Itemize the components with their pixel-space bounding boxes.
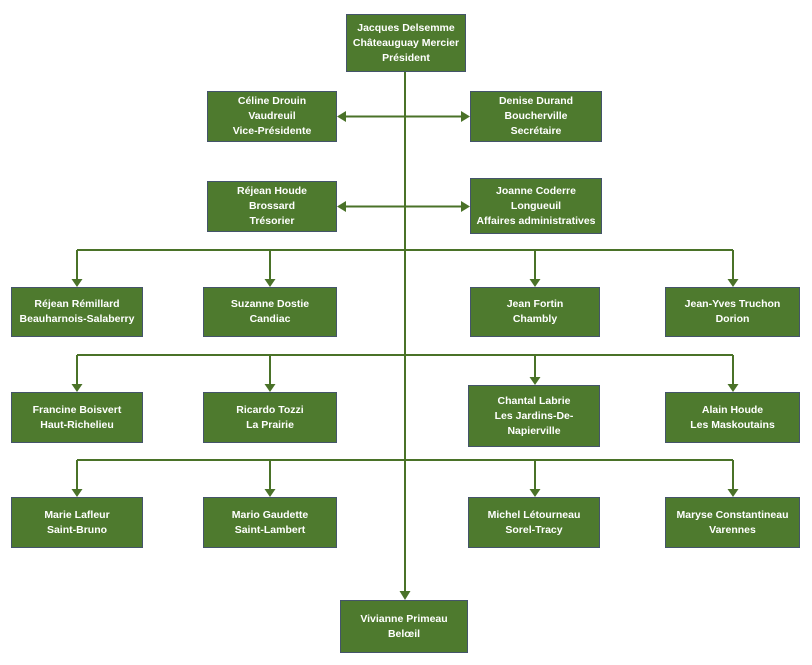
person-name: Céline Drouin bbox=[237, 95, 307, 107]
arrowhead-down-icon bbox=[264, 384, 276, 392]
person-name: Mario Gaudette bbox=[231, 508, 309, 521]
person-name: Francine Boisvert bbox=[32, 403, 122, 416]
person-name: Réjean Rémillard bbox=[34, 298, 120, 310]
person-name: Ricardo Tozzi bbox=[236, 403, 304, 416]
arrowhead-down-icon bbox=[529, 377, 541, 385]
person-name: Marie Lafleur bbox=[44, 508, 110, 521]
person-name: Jean Fortin bbox=[506, 298, 564, 310]
arrowhead-right-icon bbox=[461, 201, 470, 212]
person-name: Joanne Coderre bbox=[496, 184, 576, 197]
person-location: Haut-Richelieu bbox=[40, 418, 114, 431]
person-name: Suzanne Dostie bbox=[230, 298, 310, 310]
node-boisvert: Francine Boisvert Haut-Richelieu bbox=[11, 392, 143, 443]
arrowhead-right-icon bbox=[461, 111, 470, 122]
person-location: La Prairie bbox=[246, 418, 294, 431]
node-vice-president: Céline Drouin Vaudreuil Vice-Présidente bbox=[207, 91, 337, 142]
arrowhead-down-icon bbox=[727, 489, 739, 497]
node-primeau: Vivianne Primeau Belœil bbox=[340, 600, 468, 653]
person-location: Saint-Lambert bbox=[234, 523, 306, 536]
node-lafleur: Marie Lafleur Saint-Bruno bbox=[11, 497, 143, 548]
node-tozzi: Ricardo Tozzi La Prairie bbox=[203, 392, 337, 443]
person-location: Belœil bbox=[387, 627, 421, 640]
person-location: Beauharnois-Salaberry bbox=[19, 313, 135, 325]
person-location: Candiac bbox=[249, 313, 291, 325]
person-name: Jean-Yves Truchon bbox=[684, 298, 781, 310]
person-location: Les Jardins-De-Napierville bbox=[494, 409, 574, 437]
person-role: Secrétaire bbox=[510, 125, 562, 137]
arrowhead-left-icon bbox=[337, 111, 346, 122]
node-letourneau: Michel Létourneau Sorel-Tracy bbox=[468, 497, 600, 548]
person-name: Vivianne Primeau bbox=[360, 612, 448, 625]
person-location: Varennes bbox=[709, 523, 756, 536]
node-dostie: Suzanne Dostie Candiac bbox=[203, 287, 337, 337]
node-truchon: Jean-Yves Truchon Dorion bbox=[665, 287, 800, 337]
node-admin-affairs: Joanne Coderre Longueuil Affaires admini… bbox=[470, 178, 602, 234]
person-location: Saint-Bruno bbox=[46, 523, 108, 536]
node-houde-alain: Alain Houde Les Maskoutains bbox=[665, 392, 800, 443]
person-name: Réjean Houde bbox=[236, 185, 307, 197]
person-location: Longueuil bbox=[510, 199, 562, 212]
connector-rail3-line bbox=[76, 459, 734, 489]
node-labrie: Chantal Labrie Les Jardins-De-Napiervill… bbox=[468, 385, 600, 447]
person-location: Les Maskoutains bbox=[690, 418, 775, 431]
arrowhead-down-icon bbox=[71, 384, 83, 392]
person-name: Jacques Delsemme bbox=[357, 21, 455, 34]
person-location: Boucherville bbox=[504, 110, 568, 122]
node-treasurer: Réjean Houde Brossard Trésorier bbox=[207, 181, 337, 232]
arrowhead-down-icon bbox=[399, 591, 411, 600]
arrowhead-down-icon bbox=[529, 489, 541, 497]
person-location: Chambly bbox=[512, 313, 558, 325]
node-president: Jacques Delsemme Châteauguay Mercier Pré… bbox=[346, 14, 466, 72]
arrowhead-down-icon bbox=[529, 279, 541, 287]
person-role: Affaires administratives bbox=[476, 214, 596, 227]
person-role: Président bbox=[382, 51, 430, 64]
person-name: Chantal Labrie bbox=[497, 394, 571, 407]
node-gaudette: Mario Gaudette Saint-Lambert bbox=[203, 497, 337, 548]
arrowhead-down-icon bbox=[727, 279, 739, 287]
person-name: Maryse Constantineau bbox=[676, 508, 789, 521]
person-location: Sorel-Tracy bbox=[505, 523, 563, 536]
person-location: Brossard bbox=[248, 200, 296, 212]
connector-rail2-line bbox=[76, 354, 734, 384]
node-constantineau: Maryse Constantineau Varennes bbox=[665, 497, 800, 548]
arrowhead-left-icon bbox=[337, 201, 346, 212]
arrowhead-down-icon bbox=[71, 489, 83, 497]
person-name: Michel Létourneau bbox=[487, 508, 581, 521]
person-location: Dorion bbox=[715, 313, 750, 325]
node-secretary: Denise Durand Boucherville Secrétaire bbox=[470, 91, 602, 142]
arrowhead-down-icon bbox=[71, 279, 83, 287]
person-role: Trésorier bbox=[249, 215, 295, 227]
person-location: Châteauguay Mercier bbox=[352, 36, 460, 49]
node-remillard: Réjean Rémillard Beauharnois-Salaberry bbox=[11, 287, 143, 337]
person-name: Alain Houde bbox=[701, 403, 764, 416]
person-name: Denise Durand bbox=[498, 95, 574, 107]
arrowhead-down-icon bbox=[727, 384, 739, 392]
person-location: Vaudreuil bbox=[248, 110, 296, 122]
node-fortin: Jean Fortin Chambly bbox=[470, 287, 600, 337]
arrowhead-down-icon bbox=[264, 489, 276, 497]
arrowhead-down-icon bbox=[264, 279, 276, 287]
connector-rail1-line bbox=[76, 249, 734, 279]
person-role: Vice-Présidente bbox=[232, 125, 312, 137]
